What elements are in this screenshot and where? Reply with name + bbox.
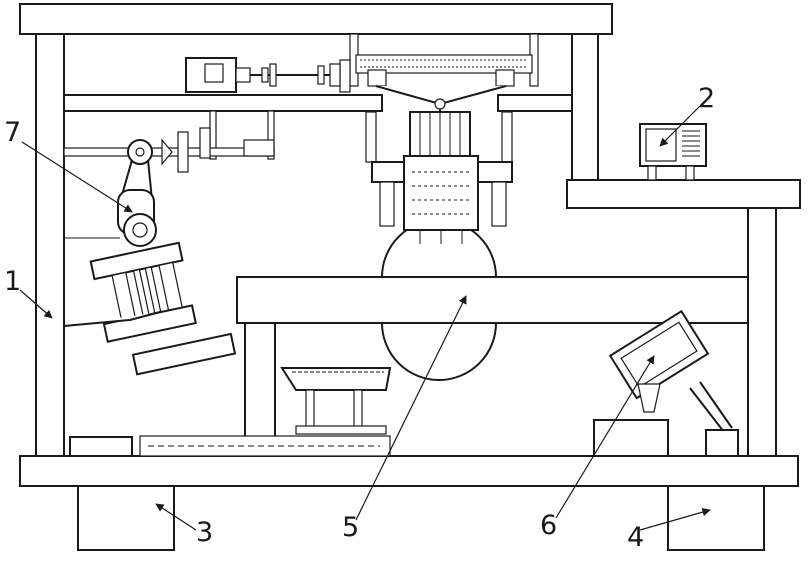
upper-crossbeam: [63, 94, 383, 112]
left-foot: [77, 485, 175, 551]
callouts: 1 2 3 4 5 6 7: [4, 83, 715, 553]
tilt-hopper: [593, 309, 739, 457]
gantry-assembly: [339, 33, 539, 115]
leader-lines: [19, 105, 711, 531]
table-top: [236, 276, 749, 324]
callout-1: 1: [4, 266, 21, 297]
callout-4: 4: [627, 522, 644, 553]
callout-6: 6: [540, 510, 557, 541]
base-plate: [19, 455, 799, 487]
callout-2: 2: [698, 83, 715, 114]
machine-frame: [19, 3, 801, 487]
base-trough: [139, 435, 391, 457]
swing-drive: [63, 127, 275, 247]
motor-assembly: [185, 57, 341, 160]
upper-right-crossbeam: [497, 94, 573, 112]
clamp-support-arm: [63, 311, 161, 327]
callout-3: 3: [196, 517, 213, 548]
base-tray: [69, 436, 133, 457]
right-lower-column: [747, 207, 777, 457]
right-upper-column: [571, 33, 599, 181]
callout-5: 5: [342, 512, 359, 543]
side-platform: [566, 179, 801, 209]
callout-7: 7: [4, 117, 21, 148]
lift-platform: [280, 367, 392, 435]
tilted-clamp: [89, 241, 237, 376]
left-column: [35, 33, 65, 457]
cutting-head: [365, 111, 513, 244]
top-beam: [19, 3, 613, 35]
